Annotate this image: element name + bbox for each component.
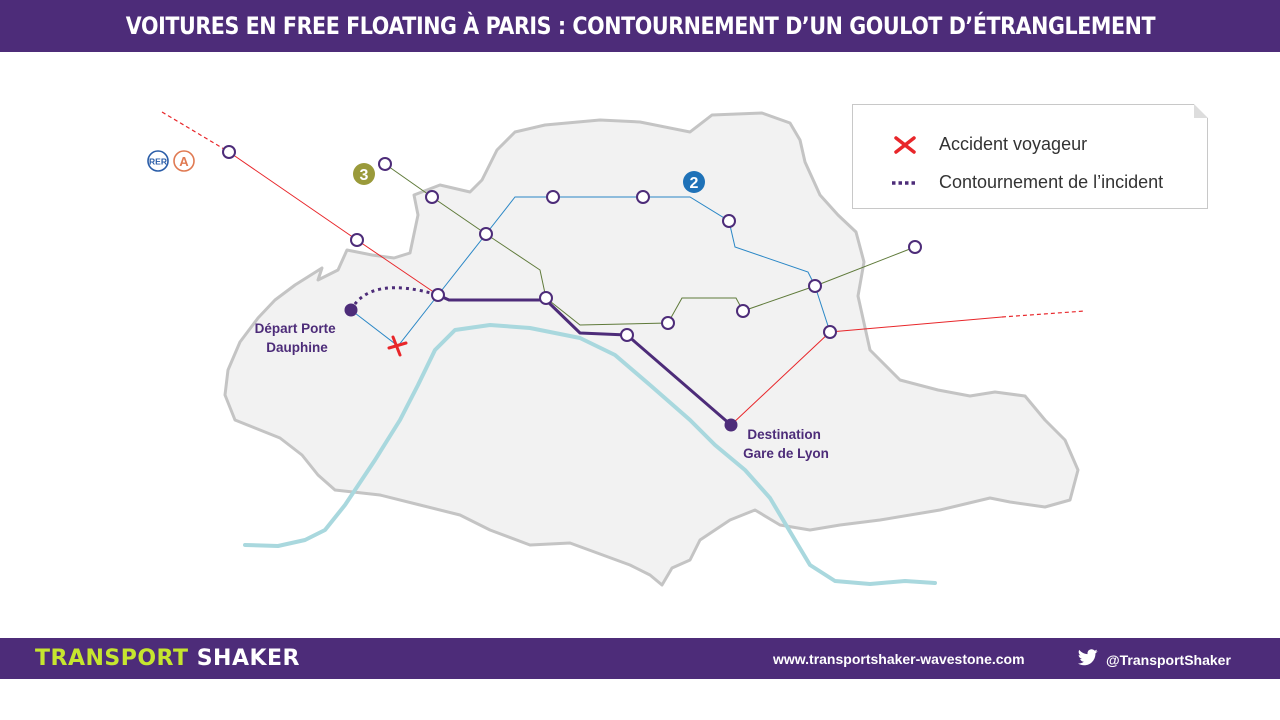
station bbox=[736, 304, 750, 318]
paris-map: Départ Porte Dauphine Destination Gare d… bbox=[147, 111, 1086, 587]
rer-a-badge: RER A bbox=[147, 150, 195, 172]
svg-text:RER: RER bbox=[149, 157, 167, 167]
paris-area bbox=[223, 111, 1080, 587]
start-label: Départ Porte Dauphine bbox=[255, 321, 340, 355]
station bbox=[908, 240, 922, 254]
page-title: VOITURES EN FREE FLOATING À PARIS : CONT… bbox=[125, 12, 1155, 40]
brand-part-1: TRANSPORT bbox=[35, 646, 189, 671]
route-path bbox=[437, 293, 732, 427]
seine-river bbox=[243, 323, 937, 586]
station bbox=[222, 145, 236, 159]
stations bbox=[222, 145, 922, 342]
brand-logo: TRANSPORT SHAKER bbox=[35, 646, 300, 671]
metro-3-badge: 3 bbox=[353, 163, 375, 185]
legend-item-accident: Accident voyageur bbox=[891, 134, 1087, 155]
twitter-handle: @TransportShaker bbox=[1106, 652, 1231, 668]
metro-2-badge: 2 bbox=[683, 171, 705, 193]
station bbox=[823, 325, 837, 339]
station bbox=[431, 288, 445, 302]
red-cross-icon bbox=[891, 135, 919, 155]
station bbox=[722, 214, 736, 228]
map-legend: Accident voyageur Contournement de l’inc… bbox=[852, 104, 1208, 209]
legend-detour-label: Contournement de l’incident bbox=[939, 172, 1164, 192]
station bbox=[661, 316, 675, 330]
legend-item-detour: Contournement de l’incident bbox=[891, 172, 1163, 193]
svg-text:2: 2 bbox=[690, 175, 699, 192]
station bbox=[350, 233, 364, 247]
legend-accident-label: Accident voyageur bbox=[939, 134, 1088, 154]
brand-part-2: SHAKER bbox=[196, 646, 300, 671]
title-bar: VOITURES EN FREE FLOATING À PARIS : CONT… bbox=[0, 0, 1280, 52]
metro-3-line bbox=[384, 163, 916, 326]
station bbox=[636, 190, 650, 204]
destination-label: Destination Gare de Lyon bbox=[743, 427, 829, 461]
twitter-link[interactable]: @TransportShaker bbox=[1077, 649, 1231, 671]
legend-corner-fold bbox=[1194, 104, 1208, 118]
svg-text:A: A bbox=[179, 154, 189, 169]
footer-bar: TRANSPORT SHAKER www.transportshaker-wav… bbox=[0, 638, 1280, 679]
station bbox=[546, 190, 560, 204]
accident-icon bbox=[387, 335, 408, 357]
destination-point bbox=[724, 418, 738, 432]
station bbox=[808, 279, 822, 293]
station bbox=[620, 328, 634, 342]
svg-text:3: 3 bbox=[360, 167, 369, 184]
start-point bbox=[344, 303, 358, 317]
detour-path bbox=[349, 286, 439, 311]
station bbox=[479, 227, 493, 241]
station bbox=[378, 157, 392, 171]
website-link[interactable]: www.transportshaker-wavestone.com bbox=[773, 651, 1025, 667]
dotted-line-icon bbox=[891, 173, 919, 193]
station bbox=[539, 291, 553, 305]
twitter-bird-icon bbox=[1077, 649, 1098, 671]
station bbox=[425, 190, 439, 204]
